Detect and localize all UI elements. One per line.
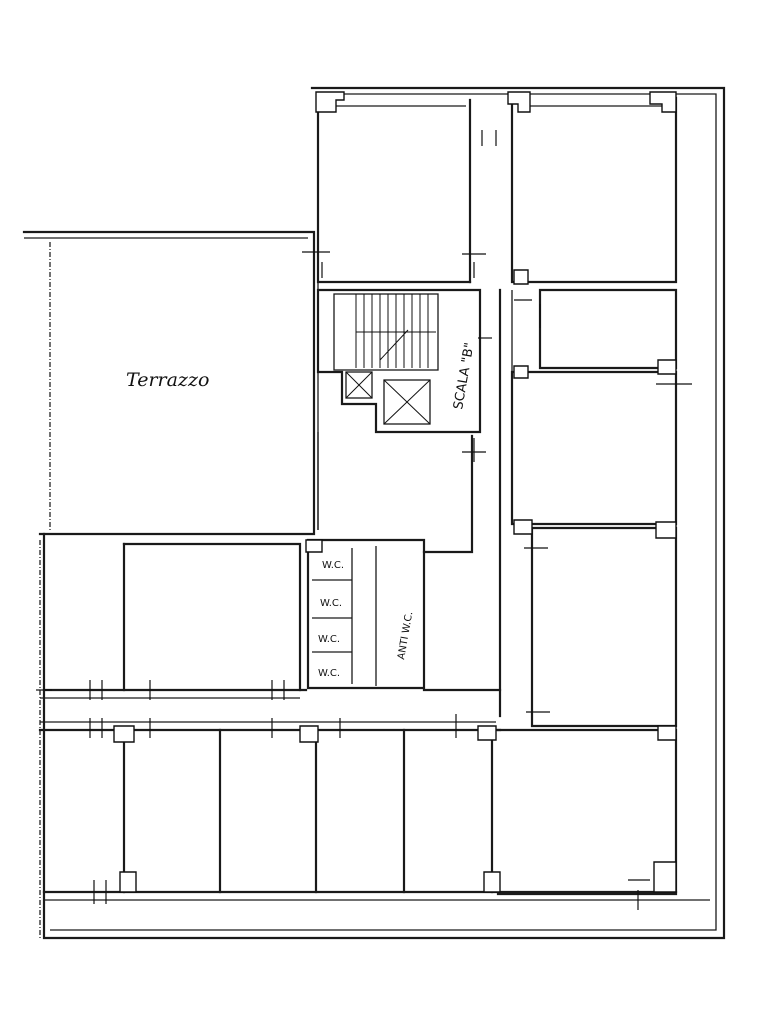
pillars — [113, 91, 677, 893]
elevator-large — [383, 379, 431, 425]
corridor-horizontal — [38, 688, 502, 732]
terrace: Terrazzo — [22, 230, 319, 536]
stair-core: SCALA "B" — [316, 288, 482, 434]
stair-label: SCALA "B" — [451, 341, 478, 410]
stair-treads — [355, 294, 436, 368]
anti-wc-label: ANTI W.C. — [396, 611, 415, 661]
wc-label-1: W.C. — [322, 560, 344, 571]
room-top-left — [316, 96, 472, 284]
outer-walls — [39, 86, 726, 940]
wc-block: W.C. W.C. W.C. W.C. ANTI W.C. — [306, 538, 426, 690]
rooms-right — [496, 288, 678, 896]
room-left-middle — [122, 542, 302, 692]
room-top-right — [510, 96, 678, 284]
wc-label-2: W.C. — [320, 598, 342, 609]
wc-label-3: W.C. — [318, 634, 340, 645]
corridor — [317, 288, 502, 718]
wc-label-4: W.C. — [318, 668, 340, 679]
elevator-small — [345, 371, 373, 399]
rooms-bottom — [42, 728, 710, 901]
dimension-ticks — [36, 130, 692, 910]
terrace-label: Terrazzo — [126, 369, 209, 391]
